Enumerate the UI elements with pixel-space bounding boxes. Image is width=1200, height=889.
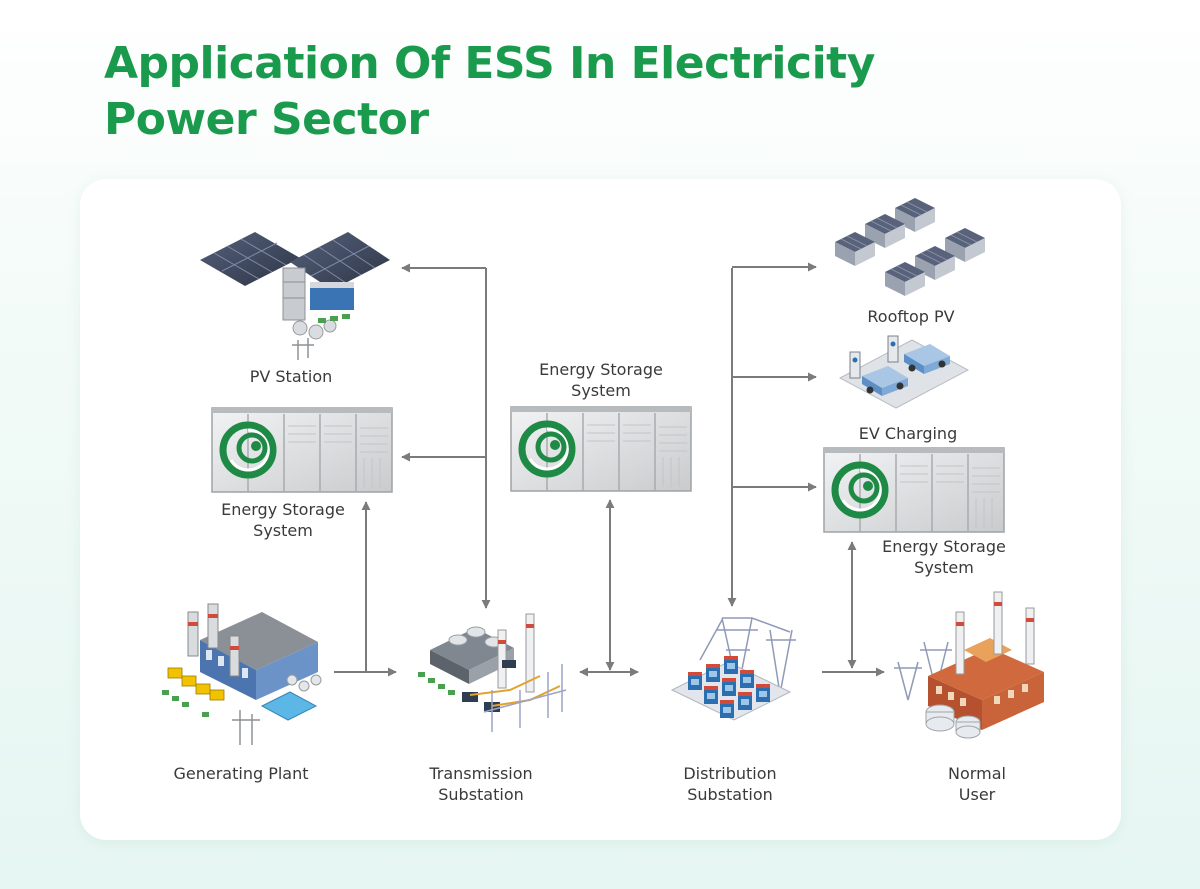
normal-user-factory-icon [894, 591, 1044, 739]
normal-user-label: Normal User [948, 764, 1006, 804]
pv-station-label: PV Station [249, 367, 333, 386]
generating-plant-icon [162, 603, 322, 745]
solar-farm-icon [200, 232, 390, 360]
flow-arrows [334, 262, 885, 677]
title-line-2: Power Sector [104, 94, 429, 145]
distribution-substation-icon [670, 617, 796, 721]
generating-plant-label: Generating Plant [173, 764, 309, 783]
ess-center-label: Energy Storage System [539, 360, 663, 400]
ess-container-icon [511, 407, 691, 491]
ess-left-label: Energy Storage System [221, 500, 345, 540]
distribution-substation-label: Distribution Substation [683, 764, 777, 804]
ev-charging-label: EV Charging [858, 424, 958, 443]
page-title: Application Of ESS In Electricity Power … [104, 36, 875, 148]
transmission-substation-icon [418, 613, 567, 732]
rooftop-solar-icon [834, 197, 986, 297]
ess-right-label: Energy Storage System [882, 537, 1006, 577]
rooftop-pv-label: Rooftop PV [867, 307, 955, 326]
title-line-1: Application Of ESS In Electricity [104, 38, 875, 89]
ess-container-icon [212, 408, 392, 492]
transmission-substation-label: Transmission Substation [429, 764, 533, 804]
ev-charging-icon [838, 335, 970, 409]
ess-container-icon [824, 448, 1004, 532]
